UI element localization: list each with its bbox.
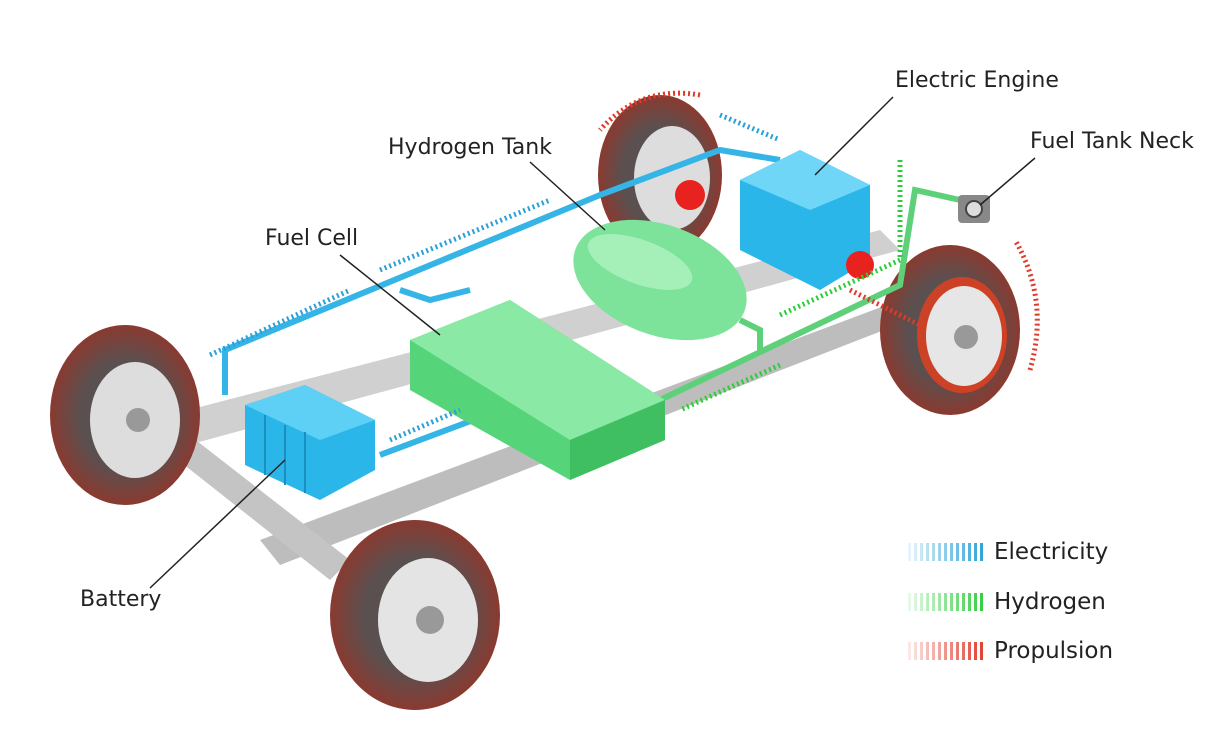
hydrogen-flow-arrows (678, 160, 903, 413)
propulsion-flow-arrows (598, 90, 1040, 371)
electric-engine (675, 150, 874, 290)
hydrogen-tank (573, 219, 747, 341)
legend-label: Hydrogen (994, 589, 1106, 615)
label-battery: Battery (80, 587, 162, 612)
label-leader-lines (149, 96, 1036, 589)
hydrogen-pipes (658, 186, 961, 403)
battery-pack (245, 385, 375, 500)
propulsion-swatch (908, 642, 986, 660)
legend-item-hydrogen: Hydrogen (908, 589, 1106, 615)
legend-label: Propulsion (994, 638, 1114, 664)
label-electric-engine: Electric Engine (895, 68, 1059, 93)
legend-item-propulsion: Propulsion (908, 638, 1113, 664)
label-fuel-tank-neck: Fuel Tank Neck (1030, 129, 1194, 154)
fuel-cell-stack (410, 300, 665, 480)
hydrogen-swatch (908, 593, 986, 611)
electricity-swatch (908, 543, 986, 561)
electricity-flow-arrows (208, 112, 781, 443)
wheel-rear-right (880, 245, 1020, 415)
wheel-front-right (330, 520, 500, 710)
fuel-tank-neck (958, 195, 990, 223)
legend-item-electricity: Electricity (908, 539, 1108, 565)
wheel-front-left (50, 325, 200, 505)
label-fuel-cell: Fuel Cell (265, 226, 359, 251)
label-hydrogen-tank: Hydrogen Tank (388, 135, 552, 160)
legend-label: Electricity (994, 539, 1109, 565)
